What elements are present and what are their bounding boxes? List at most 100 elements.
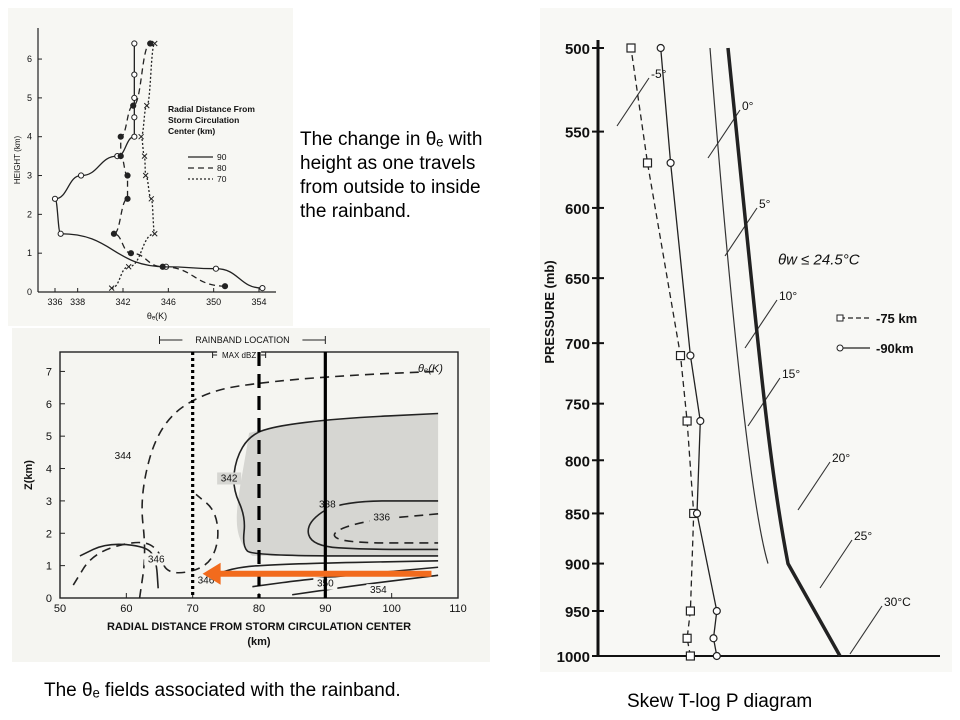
xs-y-tick-label: 2 [46,528,52,540]
xs-x-tick-label: 50 [54,603,66,615]
xs-y-tick-label: 7 [46,366,52,378]
profile-series-90-point [51,195,59,202]
profile-x-tick-label: 336 [47,297,62,307]
skewt-isotherm-label: 15° [782,367,800,381]
profile-series-90-point [212,265,220,272]
xs-contour-label-bg [315,498,340,511]
xs-contour-label: 336 [373,512,390,523]
profile-y-tick-label: 3 [27,171,32,181]
profile-series-80-point [130,102,137,109]
xs-y-tick-label: 1 [46,561,52,573]
skewt-series-0-point [626,43,636,53]
xs-x-tick-label: 70 [187,603,199,615]
xs-contour-344 [138,370,439,599]
profile-series-70-point [143,102,150,109]
profile-x-tick-label: 338 [70,297,85,307]
profile-x-tick-label: 350 [206,297,221,307]
profile-note-line-3: from outside to inside [300,177,481,198]
profile-series-90-point [259,285,266,292]
profile-series-90-line [54,43,263,289]
profile-legend-label-70: 70 [217,174,227,184]
xs-contour-346-left [79,543,159,589]
xs-contour-342 [233,412,439,557]
xs-x-tick-label: 60 [120,603,132,615]
profile-series-70-point [151,230,158,237]
profile-y-tick-label: 4 [27,132,32,142]
xs-contour-label: 354 [370,585,387,596]
cross-section-caption: The θₑ fields associated with the rainba… [44,680,401,701]
profile-series-70-point [138,133,144,140]
xs-y-tick-label: 5 [46,431,52,443]
skewt-caption: Skew T-log P diagram [627,691,813,712]
profile-legend-title: Center (km) [168,126,215,136]
skewt-isotherm [819,539,853,589]
profile-series-80-point [110,230,118,237]
profile-series-70-point [141,153,148,159]
profile-y-tick-label: 0 [27,287,32,297]
skewt-series-0-point [682,416,692,426]
profile-y-tick-label: 2 [27,209,32,219]
profile-series-90-point [131,40,138,47]
xs-x-tick-label: 110 [449,603,467,615]
profile-x-tick-label: 354 [251,297,266,307]
profile-series-80-point [117,153,124,160]
profile-series-80-point [147,40,154,47]
xs-contour-label: 342 [221,473,238,484]
skewt-y-tick-label: 550 [565,125,590,142]
skewt-chart: 5005506006507007508008509009501000PRESSU… [542,40,940,666]
profile-x-tick-label: 346 [161,297,176,307]
skewt-series-1-line [660,47,718,657]
skewt-series-0-point [642,158,653,168]
skewt-legend-label-0: -75 km [876,311,917,326]
profile-series-70-point [108,285,115,291]
skewt-y-tick-label: 750 [565,397,590,414]
skewt-series-1-point [712,606,721,616]
skewt-isotherm-label: 30°C [884,595,911,609]
profile-note: The change in θₑ with height as one trav… [300,128,540,224]
xs-y-tick-label: 0 [46,593,52,605]
profile-series-80-point [124,172,131,179]
profile-series-90-point [131,114,138,121]
xs-title: θₑ(K) [418,363,443,375]
xs-contour-label: 344 [115,451,132,462]
skewt-series-0-point [682,633,692,643]
skewt-series-1-point [712,651,721,661]
skewt-legend-marker-1 [836,344,844,352]
profile-series-70-point [142,172,149,179]
xs-contour-338 [307,500,439,551]
skewt-series-1-point [692,509,702,518]
xs-x-tick-label: 80 [253,603,265,615]
profile-legend-label-80: 80 [217,163,227,173]
profile-series-90-point [131,133,138,140]
xs-contour-336 [333,513,439,544]
profile-series-80-point [221,283,229,290]
skewt-series-1-point [709,634,718,643]
profile-legend-label-90: 90 [217,152,227,162]
xs-contour-label-bg [369,511,394,524]
profile-legend-title: Storm Circulation [168,115,239,125]
xs-x-tick-label: 90 [319,603,331,615]
skewt-series-1-point [686,351,695,360]
profile-x-tick-label: 342 [115,297,130,307]
xs-band-label: RAINBAND LOCATION [195,335,289,345]
skewt-series-0-point [675,350,686,361]
skewt-isotherm-label: 25° [854,529,872,543]
skewt-y-tick-label: 900 [565,557,590,574]
xs-contour-label: 346 [148,554,165,565]
skewt-y-tick-label: 650 [565,271,590,288]
skewt-series-0-point [685,606,695,616]
profile-series-90-point [131,71,138,78]
xs-contour-label-bg [217,472,242,485]
profile-series-80-point [124,195,131,202]
skewt-isotherm-label: -5° [651,67,667,81]
skewt-series-1-point [666,158,675,168]
profile-y-label: HEIGHT (km) [13,136,22,185]
skewt-isotherm [797,461,831,511]
skewt-legend-label-1: -90km [876,341,914,356]
profile-series-80-point [127,250,135,257]
